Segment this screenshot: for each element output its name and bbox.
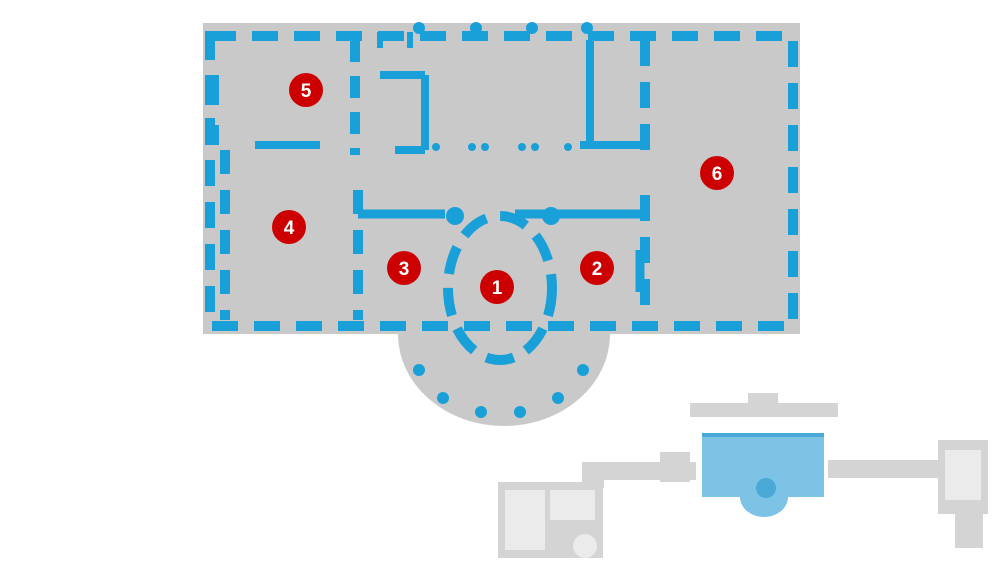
walls bbox=[205, 31, 798, 365]
room-marker-3[interactable]: 3 bbox=[387, 251, 421, 285]
room-marker-1[interactable]: 1 bbox=[480, 270, 514, 304]
room-label-5: 5 bbox=[301, 81, 312, 102]
room-label-3: 3 bbox=[399, 259, 410, 280]
room-label-4: 4 bbox=[284, 218, 295, 239]
room-marker-4[interactable]: 4 bbox=[272, 210, 306, 244]
room-marker-2[interactable]: 2 bbox=[580, 251, 614, 285]
room-label-6: 6 bbox=[712, 164, 723, 185]
room-label-1: 1 bbox=[492, 278, 503, 299]
room-label-2: 2 bbox=[592, 259, 603, 280]
columns bbox=[413, 22, 593, 418]
locator-highlight bbox=[702, 433, 824, 517]
locator-minimap bbox=[498, 393, 988, 558]
room-marker-6[interactable]: 6 bbox=[700, 156, 734, 190]
room-marker-5[interactable]: 5 bbox=[289, 73, 323, 107]
